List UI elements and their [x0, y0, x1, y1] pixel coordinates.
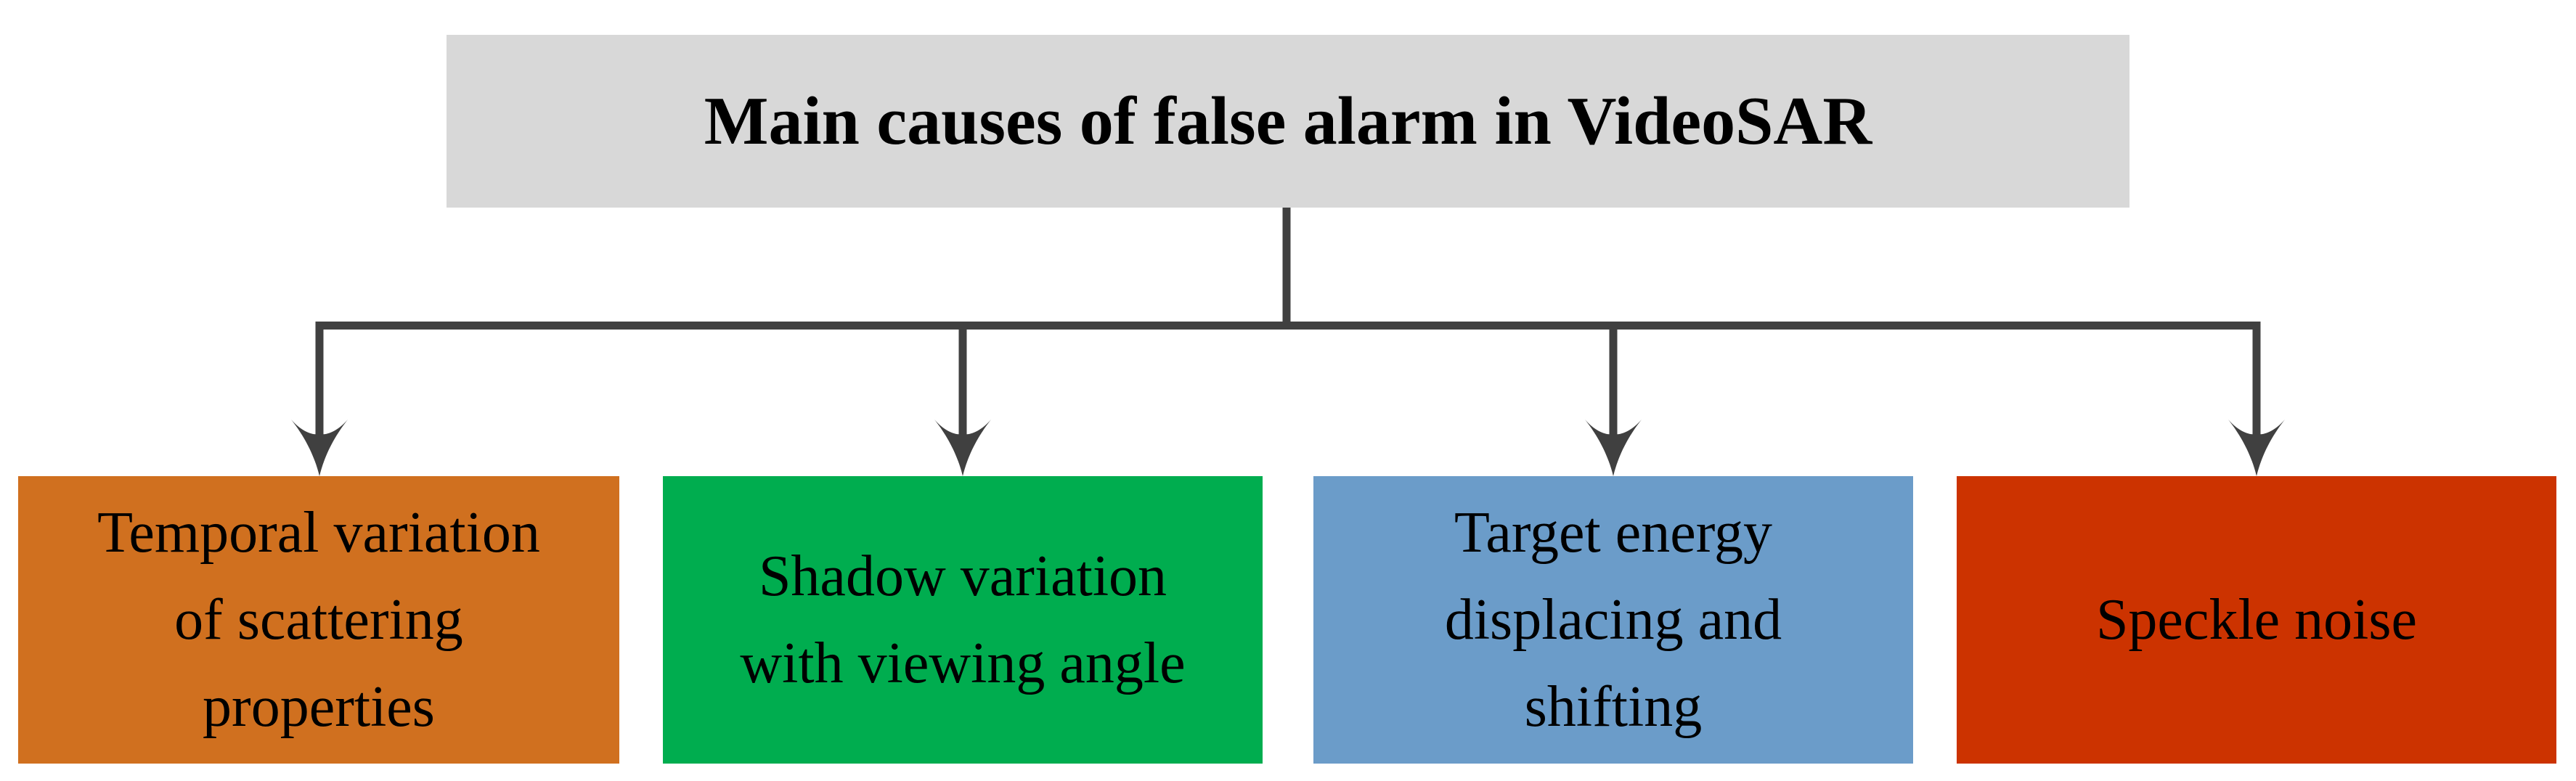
cause-box-temporal-variation: Temporal variation of scattering propert… [18, 476, 619, 764]
cause-box-target-energy: Target energy displacing and shifting [1313, 476, 1913, 764]
cause-box-shadow-variation: Shadow variation with viewing angle [663, 476, 1263, 764]
arrow-down-icon [2228, 420, 2285, 476]
cause-box-speckle-noise: Speckle noise [1957, 476, 2556, 764]
arrow-down-icon [934, 420, 991, 476]
root-cause-box: Main causes of false alarm in VideoSAR [447, 35, 2129, 208]
arrow-down-icon [291, 420, 348, 476]
arrow-down-icon [1585, 420, 1642, 476]
